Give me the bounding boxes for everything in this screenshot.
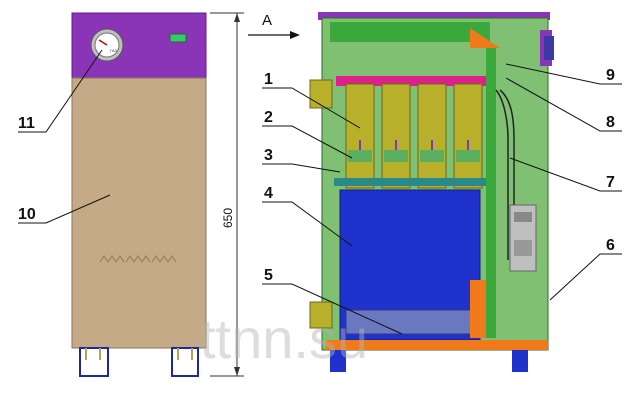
callout-8: 8 (606, 114, 615, 131)
callout-11: 11 (18, 115, 35, 132)
inlet-pipe-bottom (309, 301, 333, 329)
callout-5: 5 (264, 267, 273, 284)
boiler-casing (71, 77, 207, 349)
heat-exchanger-sections (345, 83, 483, 189)
front-feet (79, 347, 199, 377)
vertical-pipe (486, 48, 496, 338)
teal-plate (334, 178, 490, 186)
top-cover (318, 12, 550, 20)
callout-10: 10 (18, 206, 36, 223)
magenta-header (336, 76, 488, 86)
rear-foot-right (512, 350, 528, 372)
gauge-label: ГАЗ (110, 48, 118, 53)
lower-elbow (470, 280, 486, 338)
boiler-exterior-view: ГАЗ (71, 12, 207, 377)
height-dimension: 650 (210, 12, 244, 377)
burner (345, 309, 477, 335)
callout-9: 9 (606, 67, 615, 84)
base-plate (326, 340, 548, 350)
upper-collector (330, 22, 490, 42)
watermark: ttnn.su (200, 307, 368, 370)
upper-valve (470, 28, 500, 48)
callout-7: 7 (606, 174, 615, 191)
callout-3: 3 (264, 147, 273, 164)
callout-1: 1 (264, 71, 273, 88)
callout-6: 6 (606, 237, 615, 254)
indicator-light (169, 33, 187, 43)
section-label: А (262, 12, 272, 29)
section-arrow: А (248, 12, 300, 39)
inlet-pipe-top (309, 79, 333, 109)
rear-foot-left (330, 350, 346, 372)
boiler-section-view (309, 12, 554, 372)
pressure-gauge-icon: ГАЗ (90, 28, 124, 62)
leader-lines (18, 49, 622, 335)
thermocouple-tube (495, 89, 509, 260)
callout-2: 2 (264, 109, 273, 126)
dimension-label: 650 (221, 208, 235, 228)
vent-slots (99, 255, 177, 263)
callout-4: 4 (264, 185, 273, 202)
